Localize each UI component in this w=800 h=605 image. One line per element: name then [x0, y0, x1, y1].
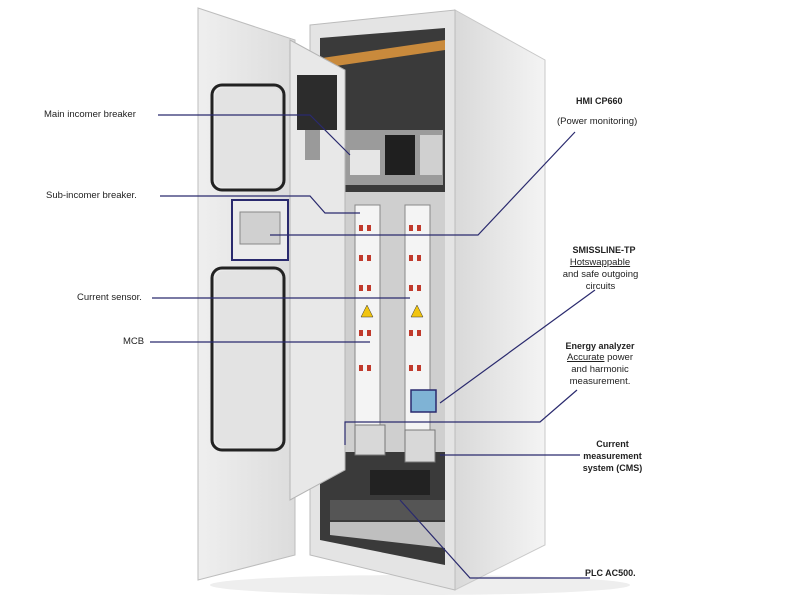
label-smissline-desc1: and safe outgoing [562, 269, 639, 280]
top-right-device [420, 135, 442, 175]
label-energy-desc1: power [604, 352, 633, 363]
label-sub-incomer: Sub-incomer breaker. [46, 190, 137, 201]
copper-busbar [322, 40, 445, 68]
label-smissline-desc2: circuits [585, 281, 616, 292]
plc-module [370, 470, 430, 495]
leader-lines [150, 114, 596, 579]
main-breaker-device [350, 150, 380, 175]
label-hmi-desc: (Power monitoring) [557, 116, 638, 127]
label-energy-link[interactable]: Accurate [566, 352, 605, 363]
label-main-incomer: Main incomer breaker [44, 109, 136, 120]
mcb-column-left [354, 204, 381, 436]
label-current-sensor: Current sensor. [77, 292, 142, 303]
handle [305, 130, 320, 160]
cms-module [354, 424, 386, 456]
current-sensor-device [239, 211, 281, 245]
door-window-top [210, 83, 286, 192]
label-plc-title: PLC AC500. [585, 568, 636, 578]
label-energy-title: Energy analyzer [565, 341, 635, 351]
label-hmi-title: HMI CP660 [576, 96, 623, 106]
door-window-bottom-fill [215, 271, 281, 447]
label-energy-desc3: measurement. [569, 376, 631, 387]
energy-analyzer-module [404, 429, 436, 463]
door-window-bottom [210, 266, 286, 452]
label-cms-line3: system (CMS) [582, 463, 643, 473]
inner-swing-frame [289, 39, 346, 501]
label-energy-desc2: and harmonic [571, 364, 629, 375]
energy-analyzer-highlight [410, 389, 437, 413]
cabinet-side-panel [454, 9, 546, 591]
label-smissline-title: SMISSLINE-TP [572, 245, 636, 255]
label-smissline-link-row: Hotswappable [555, 257, 645, 269]
floor-shadow [210, 575, 630, 595]
label-energy-row1: Accurate power [550, 352, 650, 364]
label-mcb: MCB [123, 336, 145, 347]
breaker-block [297, 75, 337, 130]
label-cms-line1: Current [596, 439, 629, 449]
cabinet-base [330, 522, 445, 548]
label-cms-line2: measurement [583, 451, 642, 461]
hmi-device [385, 135, 415, 175]
door-window-top-fill [215, 88, 281, 187]
bottom-terminals [330, 500, 445, 520]
label-smissline-link[interactable]: Hotswappable [569, 257, 631, 268]
